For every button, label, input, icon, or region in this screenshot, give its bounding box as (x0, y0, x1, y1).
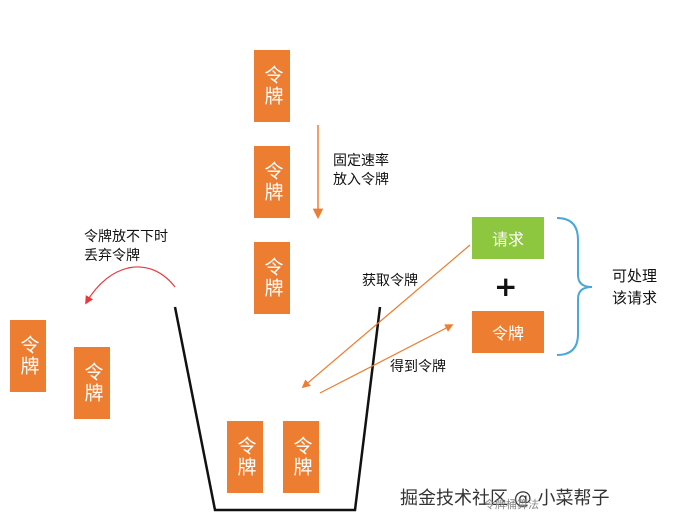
watermark: 掘金技术社区 @ 小菜帮子 (400, 488, 610, 509)
token-falling-2: 令牌 (254, 146, 290, 218)
obtained-token-label: 得到令牌 (390, 359, 446, 375)
plus-sign: + (494, 270, 518, 303)
can-process-label: 可处理 该请求 (612, 267, 658, 307)
token-falling-1: 令牌 (254, 50, 290, 122)
obtained-token-arrow (319, 324, 454, 394)
drop-token-arrow (85, 266, 176, 305)
acquire-token-arrow (301, 244, 471, 389)
token-box: 令牌 (472, 311, 544, 353)
fixed-rate-label: 固定速率 放入令牌 (333, 153, 389, 188)
curly-brace (556, 217, 593, 356)
acquire-token-label: 获取令牌 (362, 273, 418, 289)
watermark-small: 令牌桶算法 (484, 498, 539, 511)
bucket-outline (173, 306, 382, 512)
token-in-bucket-2: 令牌 (283, 421, 319, 493)
request-box: 请求 (472, 217, 544, 259)
token-discarded-2: 令牌 (74, 347, 110, 419)
overflow-label: 令牌放不下时 丢弃令牌 (84, 229, 168, 264)
token-discarded-1: 令牌 (10, 320, 46, 392)
token-falling-3: 令牌 (254, 242, 290, 314)
token-in-bucket-1: 令牌 (227, 421, 263, 493)
